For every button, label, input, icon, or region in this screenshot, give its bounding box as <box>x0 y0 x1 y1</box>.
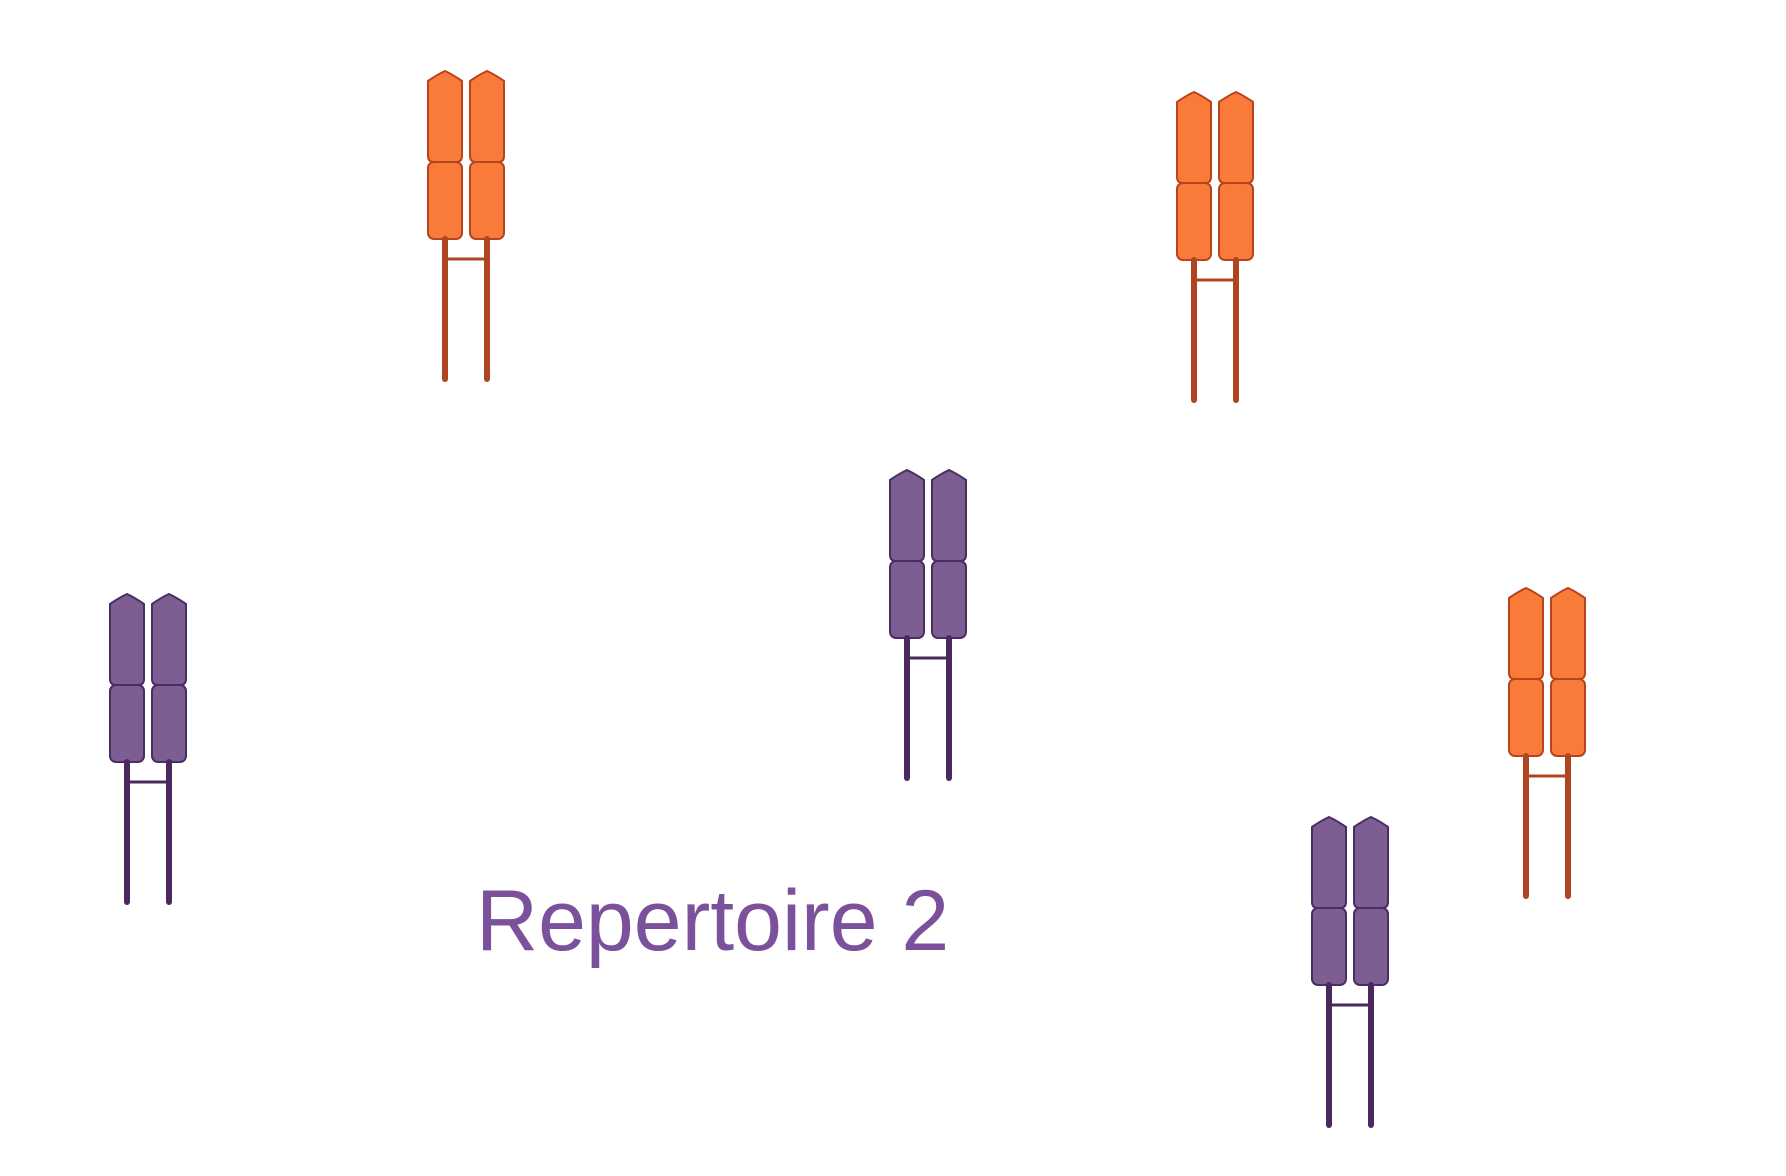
orange-receptor-right-top-domain-2 <box>1550 586 1586 680</box>
orange-receptor-top-left-top-domain-1 <box>427 69 463 163</box>
purple-receptor-bottom-right-bottom-domain-1 <box>1311 907 1347 986</box>
orange-receptor-right-bottom-domain-1 <box>1508 678 1544 757</box>
purple-receptor-left <box>109 592 187 905</box>
orange-receptor-top-right <box>1176 90 1254 403</box>
orange-receptor-top-right-bottom-domain-1 <box>1176 182 1212 261</box>
purple-receptor-bottom-right <box>1311 815 1389 1128</box>
orange-receptor-top-left-bottom-domain-1 <box>427 161 463 240</box>
purple-receptor-center-top-domain-1 <box>889 468 925 562</box>
purple-receptor-center <box>889 468 967 781</box>
orange-receptor-top-right-top-domain-2 <box>1218 90 1254 184</box>
purple-receptor-center-bottom-domain-1 <box>889 560 925 639</box>
orange-receptor-right-top-domain-1 <box>1508 586 1544 680</box>
purple-receptor-bottom-right-bottom-domain-2 <box>1353 907 1389 986</box>
purple-receptor-left-bottom-domain-1 <box>109 684 145 763</box>
purple-receptor-center-top-domain-2 <box>931 468 967 562</box>
purple-receptor-left-top-domain-2 <box>151 592 187 686</box>
purple-receptor-bottom-right-top-domain-1 <box>1311 815 1347 909</box>
orange-receptor-top-left-top-domain-2 <box>469 69 505 163</box>
receptor-group <box>109 69 1586 1128</box>
orange-receptor-top-right-top-domain-1 <box>1176 90 1212 184</box>
purple-receptor-left-top-domain-1 <box>109 592 145 686</box>
orange-receptor-top-left-bottom-domain-2 <box>469 161 505 240</box>
orange-receptor-top-right-bottom-domain-2 <box>1218 182 1254 261</box>
orange-receptor-right <box>1508 586 1586 899</box>
orange-receptor-top-left <box>427 69 505 382</box>
purple-receptor-bottom-right-top-domain-2 <box>1353 815 1389 909</box>
purple-receptor-left-bottom-domain-2 <box>151 684 187 763</box>
purple-receptor-center-bottom-domain-2 <box>931 560 967 639</box>
orange-receptor-right-bottom-domain-2 <box>1550 678 1586 757</box>
repertoire-label: Repertoire 2 <box>476 873 950 969</box>
